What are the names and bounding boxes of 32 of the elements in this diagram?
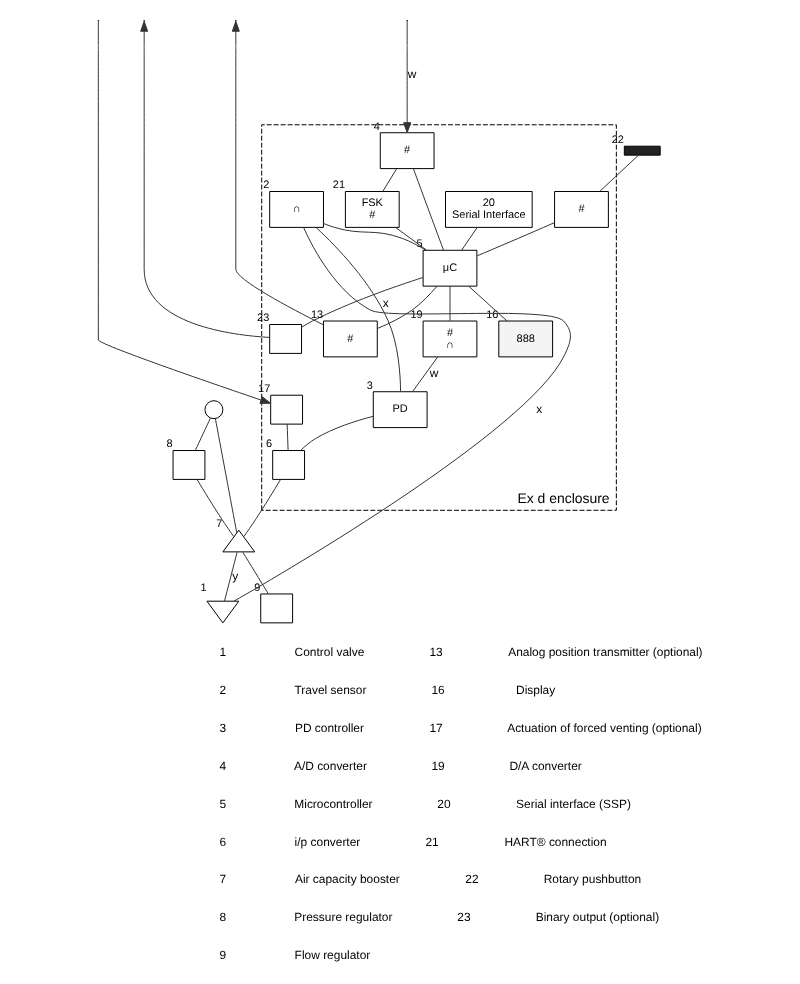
connector [448,285,450,322]
node-box [271,450,305,480]
connector [460,227,477,251]
connector [394,227,427,251]
arrow [402,20,411,134]
connector [195,479,234,537]
node-box [269,394,303,425]
connector [193,417,210,451]
connector [475,222,554,257]
connector [314,226,401,392]
node-box [268,324,302,354]
node-valve [205,600,239,624]
connector [467,285,507,322]
connector [376,285,437,329]
connector [381,168,397,192]
connector [322,223,426,251]
connector [598,154,638,192]
connector [241,551,268,595]
connector [300,277,423,328]
node-box [259,593,293,624]
connector [213,418,237,534]
connector [411,356,438,392]
connector [299,415,373,451]
connector [223,551,237,602]
connector [285,423,288,451]
node-box [171,450,205,480]
node-circle [203,400,223,420]
node-bar [622,145,660,156]
connector [232,227,570,602]
connector [242,479,280,537]
connector [411,168,444,251]
node-triangle [221,529,255,553]
